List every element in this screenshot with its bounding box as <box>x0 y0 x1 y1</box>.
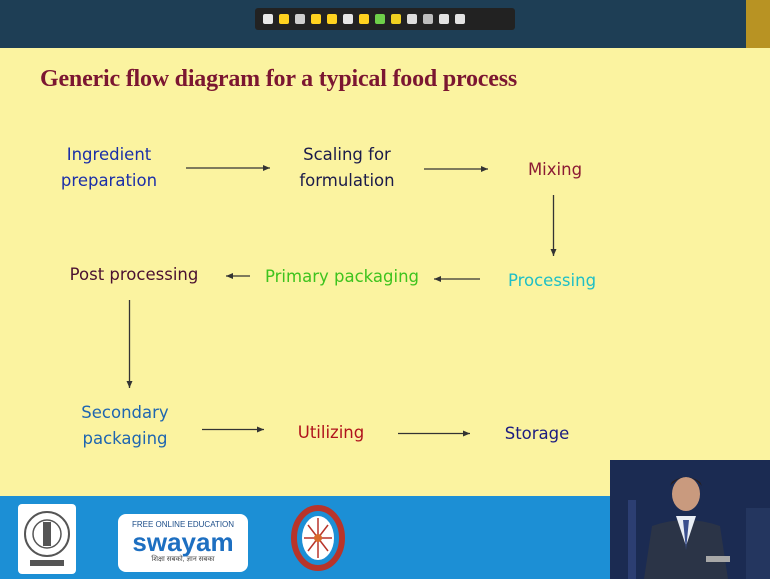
pointer-icon[interactable] <box>263 14 273 24</box>
node-storage: Storage <box>504 424 570 443</box>
slide-title: Generic flow diagram for a typical food … <box>40 66 517 92</box>
laser-icon[interactable] <box>407 14 417 24</box>
pen-icon[interactable] <box>327 14 337 24</box>
pen-icon[interactable] <box>391 14 401 24</box>
pen-icon[interactable] <box>311 14 321 24</box>
pen-icon[interactable] <box>359 14 369 24</box>
grid-icon[interactable] <box>439 14 449 24</box>
eraser-icon[interactable] <box>343 14 353 24</box>
nptel-emblem <box>290 503 346 573</box>
node-processing: Processing <box>507 271 597 290</box>
node-primary-packaging: Primary packaging <box>264 267 420 286</box>
header-accent <box>746 0 770 48</box>
line-icon[interactable] <box>423 14 433 24</box>
marker-icon[interactable] <box>375 14 385 24</box>
node-secondary-packaging: Secondary packaging <box>81 403 169 448</box>
node-mixing: Mixing <box>527 160 583 179</box>
node-utilizing: Utilizing <box>297 423 365 442</box>
node-scaling-formulation: Scaling for formulation <box>299 145 395 190</box>
swayam-motto: शिक्षा सबको, ज्ञान सबका <box>151 556 215 563</box>
institute-logo <box>18 504 76 574</box>
swayam-logo: FREE ONLINE EDUCATION swayam शिक्षा सबको… <box>118 514 248 572</box>
pen-icon[interactable] <box>279 14 289 24</box>
node-post-processing: Post processing <box>69 265 199 284</box>
settings-icon[interactable] <box>455 14 465 24</box>
highlighter-icon[interactable] <box>295 14 305 24</box>
swayam-tagline: FREE ONLINE EDUCATION <box>131 520 235 529</box>
node-ingredient-preparation: Ingredient preparation <box>60 145 158 190</box>
swayam-name: swayam <box>132 527 234 557</box>
annotation-toolbar <box>255 8 515 30</box>
presenter-video <box>610 460 770 579</box>
